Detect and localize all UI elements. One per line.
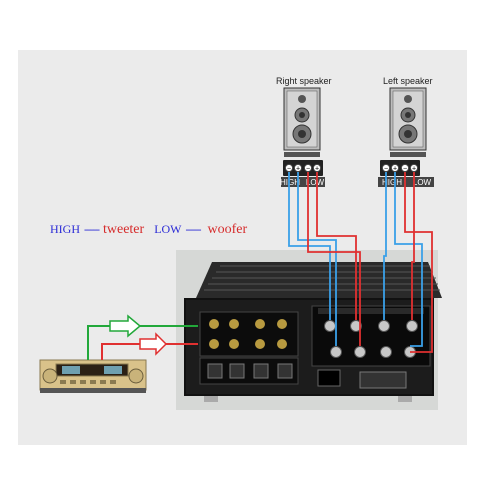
left-low-label: LOW — [413, 178, 432, 187]
right-low-label: LOW — [306, 178, 325, 187]
power-amplifier — [176, 250, 442, 410]
right-speaker-title: Right speaker — [276, 76, 332, 86]
preamplifier — [39, 359, 147, 393]
svg-text:−: − — [287, 166, 291, 173]
right-speaker: − + − + HIGH LOW — [280, 87, 325, 187]
left-speaker: − + − + HIGH LOW — [378, 87, 434, 187]
amp-input-terminals — [199, 311, 299, 385]
right-low-wires — [307, 172, 361, 346]
left-high-label: HIGH — [382, 178, 402, 187]
legend-dash: ----- — [185, 222, 202, 236]
svg-text:+: + — [393, 166, 397, 173]
right-high-label: HIGH — [280, 178, 300, 187]
legend-dash: ----- — [84, 222, 100, 236]
legend-woofer: woofer — [207, 222, 248, 237]
left-speaker-title: Left speaker — [383, 76, 433, 86]
input-red-wire — [101, 343, 198, 360]
left-low-wires — [404, 172, 433, 353]
svg-text:−: − — [384, 166, 388, 173]
right-speaker-terminals — [283, 160, 323, 176]
svg-text:+: + — [412, 166, 416, 173]
svg-text:+: + — [296, 166, 300, 173]
right-high-wires — [288, 172, 337, 346]
right-tweeter — [298, 95, 306, 103]
legend-low: LOW — [154, 222, 182, 236]
left-high-wires — [383, 172, 423, 347]
green-arrow-icon — [109, 314, 142, 338]
svg-text:−: − — [306, 166, 310, 173]
caution-plate — [359, 371, 407, 389]
legend-high: HIGH — [50, 222, 80, 236]
legend-tweeter: tweeter — [102, 222, 145, 237]
svg-text:+: + — [315, 166, 319, 173]
left-speaker-terminals — [380, 160, 420, 176]
svg-text:−: − — [403, 166, 407, 173]
red-arrow-icon — [139, 332, 168, 356]
power-socket — [317, 369, 341, 387]
left-tweeter — [404, 95, 412, 103]
wiring-legend: HIGH ----- tweeter LOW ----- woofer — [50, 220, 247, 238]
input-green-wire — [87, 325, 198, 360]
